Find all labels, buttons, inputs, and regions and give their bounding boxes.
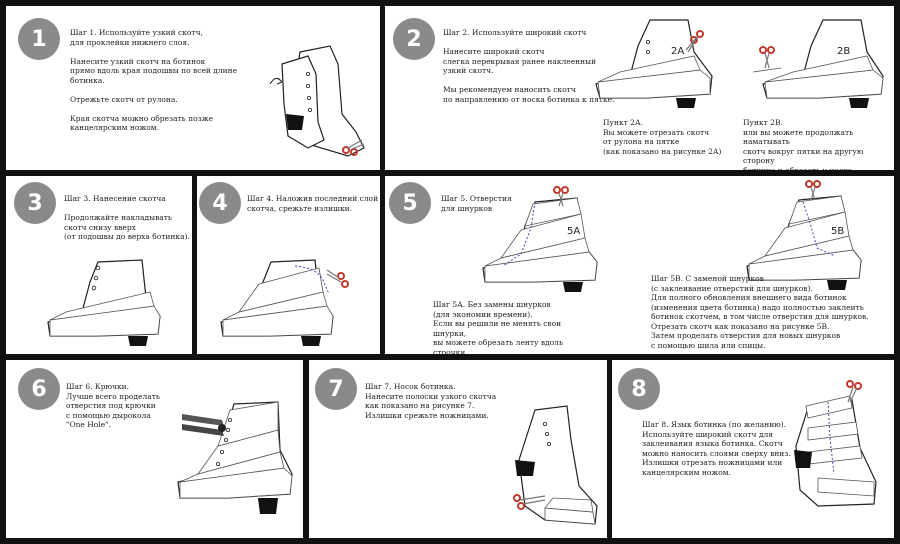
scissors-icon <box>846 380 862 403</box>
step-8-panel: 8 Шаг 8. Язык ботинка (по желанию). Испо… <box>612 360 894 538</box>
figure-label-5a: 5A <box>567 226 581 237</box>
step-7-boot-illustration <box>513 405 598 525</box>
figure-label-2b: 2B <box>837 46 851 57</box>
step-3-boot-illustration <box>47 259 161 346</box>
step-6-text: Шаг 6. Крючки. Лучше всего проделать отв… <box>66 382 160 429</box>
step-8-text: Шаг 8. Язык ботинка (по желанию). Исполь… <box>642 420 791 477</box>
step-1-panel: 1 Шаг 1. Используйте узкий скотч, для пр… <box>6 6 380 170</box>
scissors-icon <box>805 180 821 201</box>
scissors-icon <box>553 186 569 207</box>
step-2b-note: Пункт 2В. или вы можете продолжать намат… <box>743 118 864 170</box>
step-8-badge: 8 <box>618 368 660 410</box>
step-7-panel: 7 Шаг 7. Носок ботинка. Нанесите полоски… <box>309 360 607 538</box>
step-5-text: Шаг 5. Отверстия для шнурков <box>441 194 512 213</box>
step-5a-note: Шаг 5А. Без замены шнурков (для экономии… <box>433 300 564 354</box>
step-1-boot-illustration <box>269 45 365 157</box>
scissors-icon <box>685 30 704 53</box>
hole-punch-icon <box>182 414 226 436</box>
boot-2b-illustration <box>752 19 884 108</box>
step-5b-note: Шаг 5В. С заменой шнурков (с заклеивание… <box>651 274 869 350</box>
step-5-panel: 5 Шаг 5. Отверстия для шнурков 5A Шаг 5А… <box>385 176 894 354</box>
step-8-boot-illustration <box>794 380 877 507</box>
scissors-icon <box>513 494 546 510</box>
boot-5a-illustration <box>482 186 598 292</box>
step-3-panel: 3 Шаг 3. Нанесение скотча Продолжайте на… <box>6 176 192 354</box>
step-7-text: Шаг 7. Носок ботинка. Нанесите полоски у… <box>365 382 497 420</box>
step-4-text: Шаг 4. Наложив последний слой скотча, ср… <box>247 194 379 213</box>
step-4-panel: 4 Шаг 4. Наложив последний слой скотча, … <box>197 176 380 354</box>
boot-5b-illustration <box>746 180 862 290</box>
figure-label-5b: 5B <box>831 226 845 237</box>
step-6-boot-illustration <box>177 401 293 514</box>
step-2-text: Шаг 2. Используйте широкий скотч Нанесит… <box>443 28 615 104</box>
step-7-badge: 7 <box>315 368 357 410</box>
scissors-icon <box>326 269 349 288</box>
step-5-badge: 5 <box>389 182 431 224</box>
step-3-text: Шаг 3. Нанесение скотча Продолжайте накл… <box>64 194 190 241</box>
step-2a-note: Пункт 2А. Вы можете отрезать скотч от ру… <box>603 118 722 156</box>
figure-label-2a: 2A <box>671 46 685 57</box>
step-2-panel: 2 Шаг 2. Используйте широкий скотч Нанес… <box>385 6 894 170</box>
boot-2a-illustration <box>595 19 713 108</box>
step-4-boot-illustration <box>220 259 349 346</box>
scissors-icon <box>342 139 365 156</box>
step-3-badge: 3 <box>14 182 56 224</box>
step-1-text: Шаг 1. Используйте узкий скотч, для прок… <box>70 28 238 132</box>
step-1-badge: 1 <box>18 18 60 60</box>
step-2-badge: 2 <box>393 18 435 60</box>
step-6-badge: 6 <box>18 368 60 410</box>
scissors-icon <box>759 46 775 69</box>
step-4-badge: 4 <box>199 182 241 224</box>
step-6-panel: 6 Шаг 6. Крючки. Лучше всего проделать о… <box>6 360 303 538</box>
